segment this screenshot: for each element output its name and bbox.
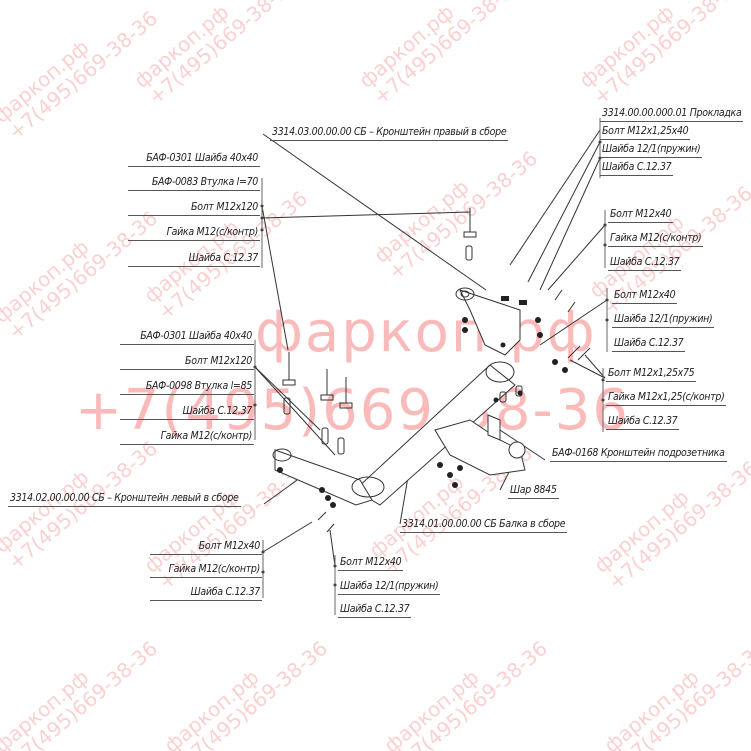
callout-bushing-85: БАФ-0098 Втулка l=85 (120, 380, 254, 395)
callout-left-bracket-assembly: 3314.02.00.00.00 СБ – Кронштейн левый в … (8, 492, 241, 507)
callout-bolt-40: Болт М12х40 (150, 540, 262, 555)
callout-spring-washer: Шайба 12/1(пружин) (612, 313, 715, 328)
callout-washer: Шайба С.12.37 (612, 337, 686, 352)
callout-bolt-40: Болт М12х40 (338, 556, 404, 571)
callout-washer-40x40: БАФ-0301 Шайба 40х40 (128, 152, 260, 167)
callout-bushing-70: БАФ-0083 Втулка l=70 (128, 176, 260, 191)
callout-right-bracket-assembly: 3314.03.00.00.00 СБ – Кронштейн правый в… (270, 126, 509, 141)
callout-washer: Шайба С.12.37 (608, 256, 682, 271)
callout-washer: Шайба С.12.37 (606, 415, 680, 430)
callout-bolt-40: Болт М12х40 (612, 289, 678, 304)
callout-gasket: 3314.00.00.000.01 Прокладка (600, 107, 744, 122)
callout-bolt-120: Болт М12х120 (128, 201, 260, 216)
callout-fine-nut: Гайка М12х1,25(с/контр) (606, 391, 727, 406)
callout-beam-assembly: 3314.01.00.00.00 СБ Балка в сборе (400, 518, 568, 533)
callout-nut: Гайка М12(с/контр) (608, 232, 704, 247)
callout-washer: Шайба 12/1(пружин) (600, 143, 703, 158)
callout-spring-washer: Шайба 12/1(пружин) (338, 580, 441, 595)
callout-bolt-120: Болт М12х120 (120, 355, 254, 370)
callout-tow-ball: Шар 8845 (508, 484, 559, 499)
callout-washer: Шайба С.12.37 (120, 405, 254, 420)
callout-washer: Шайба С.12.37 (150, 586, 262, 601)
callout-bolt-40: Болт М12х40 (608, 208, 674, 223)
callout-nut: Гайка М12(с/контр) (120, 430, 254, 445)
callout-bolt-75: Болт М12х1,25х75 (606, 367, 697, 382)
callout-nut: Гайка М12(с/контр) (128, 226, 260, 241)
callout-washer-40x40: БАФ-0301 Шайба 40х40 (120, 330, 254, 345)
callout-washer: Шайба С.12.37 (338, 603, 412, 618)
callout-bolt: Болт М12х1,25х40 (600, 125, 691, 140)
callout-socket-bracket: БАФ-0168 Кронштейн подрозетника (550, 447, 727, 462)
callout-nut: Гайка М12(с/контр) (150, 563, 262, 578)
callout-washer: Шайба С.12.37 (128, 252, 260, 267)
callout-washer: Шайба С.12.37 (600, 161, 674, 176)
